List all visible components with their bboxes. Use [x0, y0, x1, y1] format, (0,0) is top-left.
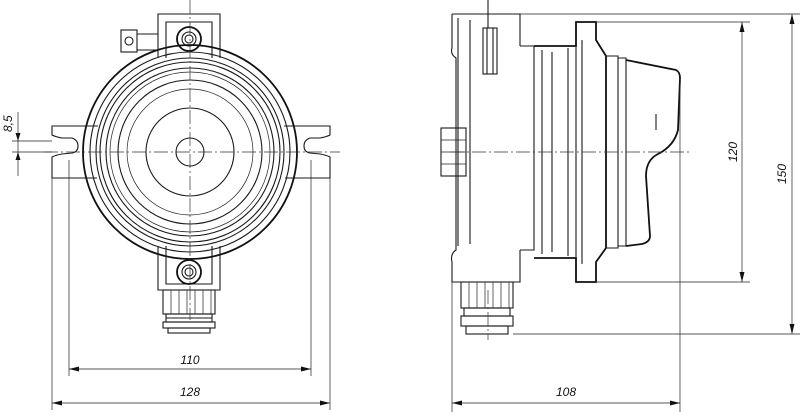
- top-lug: [157, 13, 221, 58]
- dim-mount-width: 110: [180, 353, 199, 367]
- left-mounting-ear: [51, 125, 98, 179]
- dim-hole-spacing: 8,5: [1, 115, 15, 132]
- dim-overall-height: 150: [775, 164, 789, 184]
- top-screw-icon: [176, 26, 202, 52]
- side-view: [440, 0, 690, 340]
- cable-gland-side: [460, 281, 514, 335]
- side-dimensions: 120 150 108: [451, 13, 800, 412]
- cable-gland-front: [162, 289, 216, 334]
- rocker-switch: [625, 59, 681, 247]
- front-view: [44, 0, 340, 334]
- side-screw-icon: [482, 27, 498, 75]
- dim-body-height: 120: [726, 142, 740, 162]
- right-mounting-ear: [284, 125, 331, 179]
- dim-depth: 108: [556, 385, 576, 399]
- dim-overall-width: 128: [180, 385, 200, 399]
- front-dimensions: 8,5 110 128: [1, 112, 331, 410]
- bottom-screw-icon: [176, 259, 202, 285]
- back-plate: [450, 13, 521, 283]
